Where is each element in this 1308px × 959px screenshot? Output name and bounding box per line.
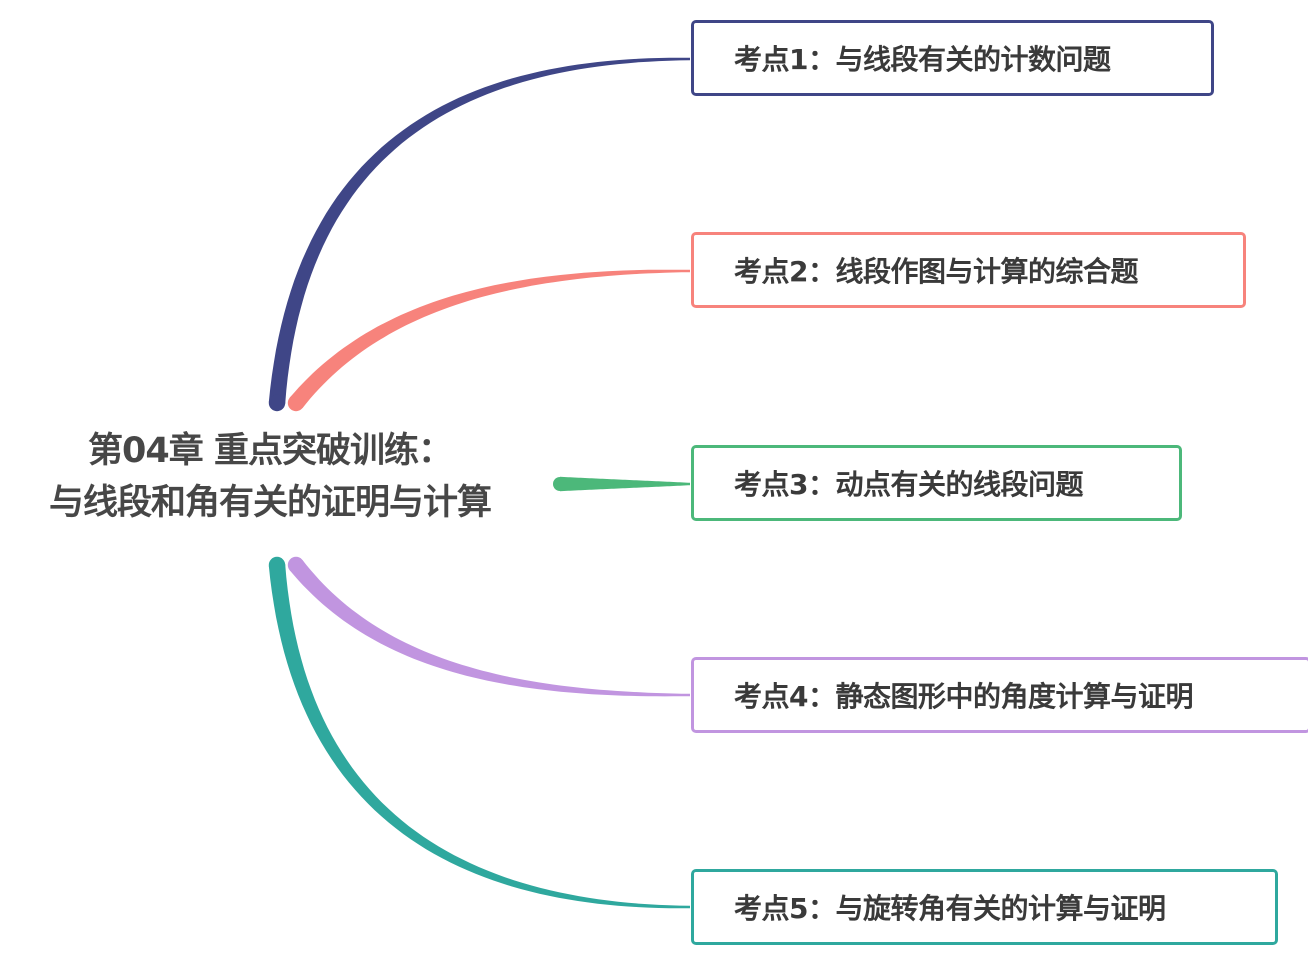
subtopic-1[interactable]: 考点1：与线段有关的计数问题: [691, 20, 1214, 96]
subtopic-4[interactable]: 考点4：静态图形中的角度计算与证明: [691, 657, 1308, 733]
subtopic-label: 考点4：静态图形中的角度计算与证明: [734, 680, 1193, 713]
branch-line-5: [268, 564, 690, 909]
root-topic[interactable]: 第04章 重点突破训练： 与线段和角有关的证明与计算: [0, 425, 540, 529]
root-title-line2: 与线段和角有关的证明与计算: [48, 483, 492, 523]
subtopic-5[interactable]: 考点5：与旋转角有关的计算与证明: [691, 869, 1278, 945]
branch-cap-4: [287, 556, 305, 574]
branch-line-1: [268, 57, 690, 404]
subtopic-label: 考点3：动点有关的线段问题: [734, 468, 1083, 501]
subtopic-label: 考点2：线段作图与计算的综合题: [734, 255, 1138, 288]
branch-line-2: [289, 269, 690, 409]
branch-line-4: [289, 559, 690, 697]
root-title-line1: 第04章 重点突破训练：: [88, 431, 453, 471]
branch-cap-5: [268, 556, 286, 574]
subtopic-2[interactable]: 考点2：线段作图与计算的综合题: [691, 232, 1246, 308]
subtopic-label: 考点1：与线段有关的计数问题: [734, 43, 1111, 76]
branch-line-3: [560, 476, 690, 492]
subtopic-label: 考点5：与旋转角有关的计算与证明: [734, 892, 1166, 925]
branch-cap-2: [287, 394, 305, 412]
branch-cap-3: [553, 477, 567, 491]
subtopic-3[interactable]: 考点3：动点有关的线段问题: [691, 445, 1182, 521]
branch-cap-1: [268, 394, 286, 412]
